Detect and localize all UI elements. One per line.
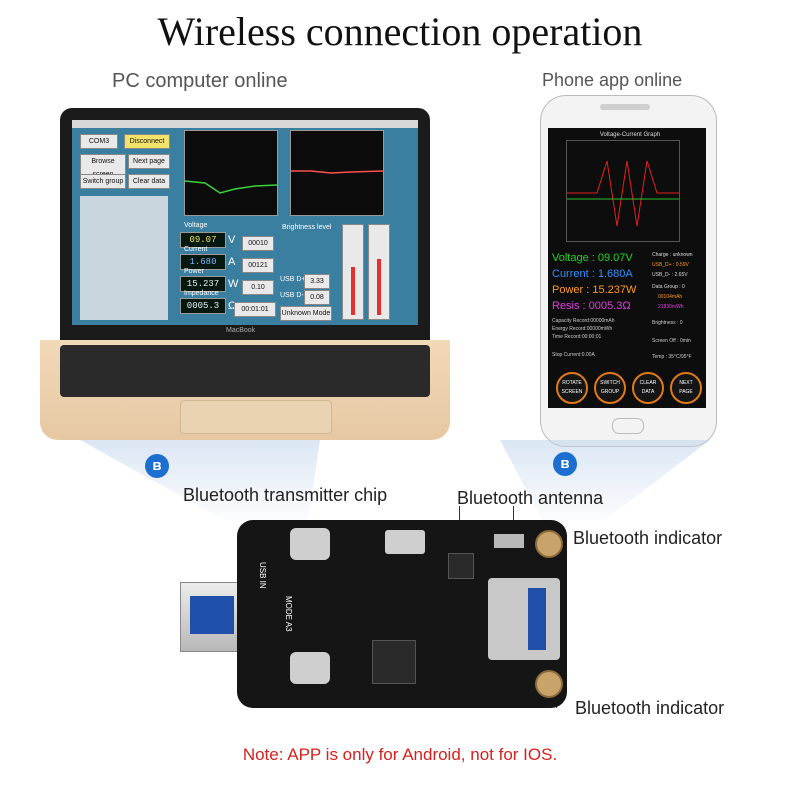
callout-indicator-top: Bluetooth indicator [573,528,723,548]
voltage-unit: V [228,234,236,246]
usb-dplus-value: 3.33 [304,274,330,289]
thermometer-f-fill [377,259,381,315]
bluetooth-icon-phone: ʙ [553,452,577,476]
phone-mwh: 21830mWh [658,304,684,310]
current-unit: A [228,256,236,268]
phone-capacity: Capacity Record:00000mAh [552,318,615,324]
phone-brightness: Brightness : 0 [652,320,683,326]
laptop-keyboard [60,345,430,397]
phone-time: Time Record:00:00:01 [552,334,602,340]
bluetooth-chip [448,553,474,579]
laptop-trackpad [180,400,332,434]
usb-dminus-label: USB D- [280,292,304,299]
rotate-screen-button[interactable]: ROTATE SCREEN [556,372,588,404]
laptop-brand: MacBook [226,327,256,334]
usb-a-tongue [190,596,234,634]
bluetooth-indicator-bottom [535,670,563,698]
phone-stop-current: Stop Current:0.00A [552,352,595,358]
time-record: 00:01:01 [234,302,276,317]
thermometer-c-fill [351,267,355,315]
phone-usb-dminus: USB_D- : 2.65V [652,272,688,278]
power-unit: W [228,278,239,290]
voltage-graph [184,130,278,216]
page-title: Wireless connection operation [157,9,643,54]
phone-power: Power : 15.237W [552,284,637,296]
usb-dplus-label: USB D+ [280,276,306,283]
bluetooth-icon-laptop: ʙ [145,454,169,478]
laptop-screen: COM3 Disconnect Browse screen Next page … [72,120,418,325]
laptop-bluetooth-beam [80,440,320,520]
phone-data-group: Data Group : 0 [652,284,685,290]
phone-charge: Charge : unknown [652,252,693,258]
voltage-graph-line [184,180,278,194]
current-label: Current [184,246,208,253]
next-page-phone-button[interactable]: NEXT PAGE [670,372,702,404]
leader-antenna [513,506,514,530]
usb-a-socket [488,578,560,660]
current-graph [290,130,384,216]
capacity-record: 00010 [242,236,274,251]
phone-temp: Temp : 35°C/95°F [652,354,692,360]
power-readout: 15.237 [180,276,226,292]
window-titlebar [72,120,418,128]
callout-transmitter-chip: Bluetooth transmitter chip [183,485,388,505]
usb-a-socket-tongue [528,588,546,650]
brightness-label: Brightness level [282,224,332,231]
bluetooth-indicator-top [535,530,563,558]
usb-dminus-value: 0.08 [304,290,330,305]
phone-current: Current : 1.680A [552,268,633,280]
phone-screen: Voltage-Current Graph Voltage : 09.07V C… [548,128,706,408]
voltage-label: Voltage [184,222,208,229]
stop-current: 0.10 [242,280,274,295]
current-readout: 1.680 [180,254,226,270]
phone-mah: 00104mAh [658,294,683,300]
com-port-select[interactable]: COM3 [80,134,118,149]
clear-data-button[interactable]: Clear data [128,174,170,189]
energy-record: 00121 [242,258,274,273]
android-only-note: Note: APP is only for Android, not for I… [242,745,558,764]
current-graph-line [291,170,384,174]
phone-home-button[interactable] [612,418,644,434]
callout-indicator-bottom: Bluetooth indicator [575,698,725,718]
clear-data-phone-button[interactable]: CLEAR DATA [632,372,664,404]
phone-screen-off: Screen Off : 0min [652,338,691,344]
impedance-readout: 0005.3 [180,298,226,314]
callout-antenna: Bluetooth antenna [457,488,604,508]
disconnect-button[interactable]: Disconnect [124,134,170,149]
thermometer-c [342,224,364,320]
switch-group-phone-button[interactable]: SWITCH GROUP [594,372,626,404]
main-chip [372,640,416,684]
next-page-button[interactable]: Next page [128,154,170,169]
impedance-label: Impedance [184,290,219,297]
phone-voltage: Voltage : 09.07V [552,252,633,264]
usb-in-label: USB IN [258,562,267,589]
phone-graph-title: Voltage-Current Graph [599,132,661,138]
phone-energy: Energy Record:00000mWh [552,326,613,332]
phone-graph [566,140,680,242]
phone-usb-dplus: USB_D+ : 0.59V [652,262,689,268]
usb-c-port-bottom [290,652,330,684]
mode-label: MODE A3 [284,596,293,632]
bluetooth-antenna [494,534,524,548]
usb-c-port-top [290,528,330,560]
impedance-unit: Ω [228,300,237,312]
voltage-readout: 09.07 [180,232,226,248]
phone-graph-lines [567,160,679,227]
pc-label: PC computer online [112,70,288,92]
data-group-table [80,196,168,320]
power-label: Power [184,268,204,275]
phone-resis: Resis : 0005.3Ω [552,300,631,312]
unknown-mode: Unknown Mode [280,306,332,321]
switch-group-button[interactable]: Switch group [80,174,126,189]
thermometer-f [368,224,390,320]
micro-usb-port [385,530,425,554]
phone-speaker [600,104,650,110]
phone-label: Phone app online [542,70,683,90]
